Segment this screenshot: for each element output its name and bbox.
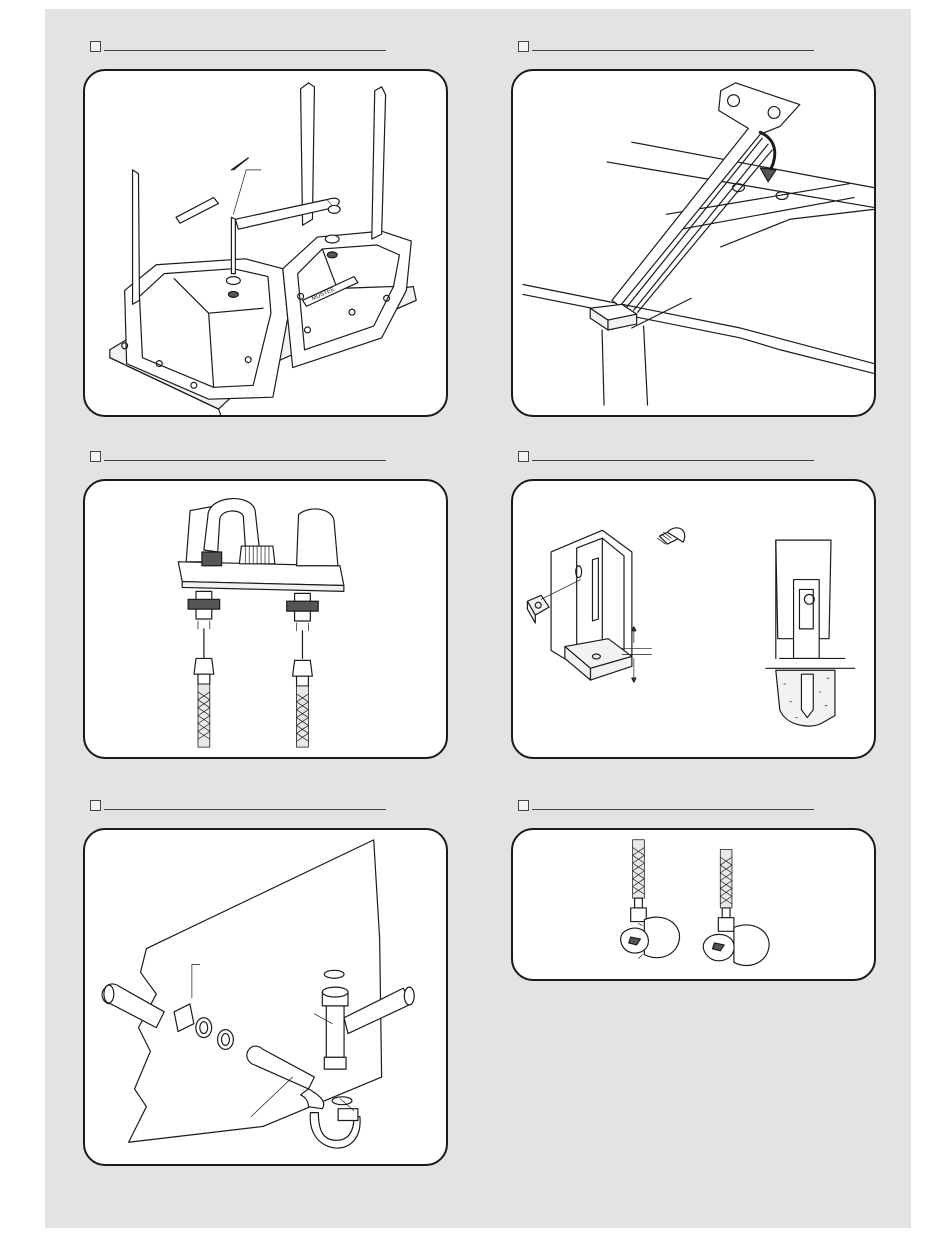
section-rule	[532, 50, 814, 51]
section-checkbox	[518, 800, 529, 811]
section-header-tub-assembly	[90, 41, 386, 55]
section-header-faucet-installation	[90, 451, 386, 465]
panel-leg-bracket-anchor	[511, 479, 876, 759]
leg-bracket-illustration	[513, 481, 874, 757]
section-checkbox	[90, 800, 101, 811]
section-rule	[104, 809, 386, 810]
panel-tub-assembly: MUSTEE	[83, 69, 448, 417]
section-header-mounting-bracket	[518, 41, 814, 55]
section-rule	[532, 809, 814, 810]
section-header-supply-valves	[518, 800, 814, 814]
panel-drain-trap	[83, 828, 448, 1166]
section-checkbox	[90, 41, 101, 52]
faucet-illustration	[85, 481, 446, 757]
drain-trap-illustration	[85, 830, 446, 1164]
section-rule	[532, 460, 814, 461]
section-checkbox	[518, 41, 529, 52]
panel-mounting-bracket	[511, 69, 876, 417]
section-header-drain-trap	[90, 800, 386, 814]
section-rule	[104, 50, 386, 51]
mounting-bracket-illustration	[513, 71, 874, 415]
section-rule	[104, 460, 386, 461]
section-checkbox	[90, 451, 101, 462]
tub-assembly-illustration: MUSTEE	[85, 71, 446, 415]
panel-faucet-installation	[83, 479, 448, 759]
panel-supply-valves	[511, 828, 876, 981]
manual-page: MUSTEE	[45, 9, 911, 1228]
section-checkbox	[518, 451, 529, 462]
section-header-leg-bracket-anchor	[518, 451, 814, 465]
supply-valves-illustration	[513, 830, 874, 979]
